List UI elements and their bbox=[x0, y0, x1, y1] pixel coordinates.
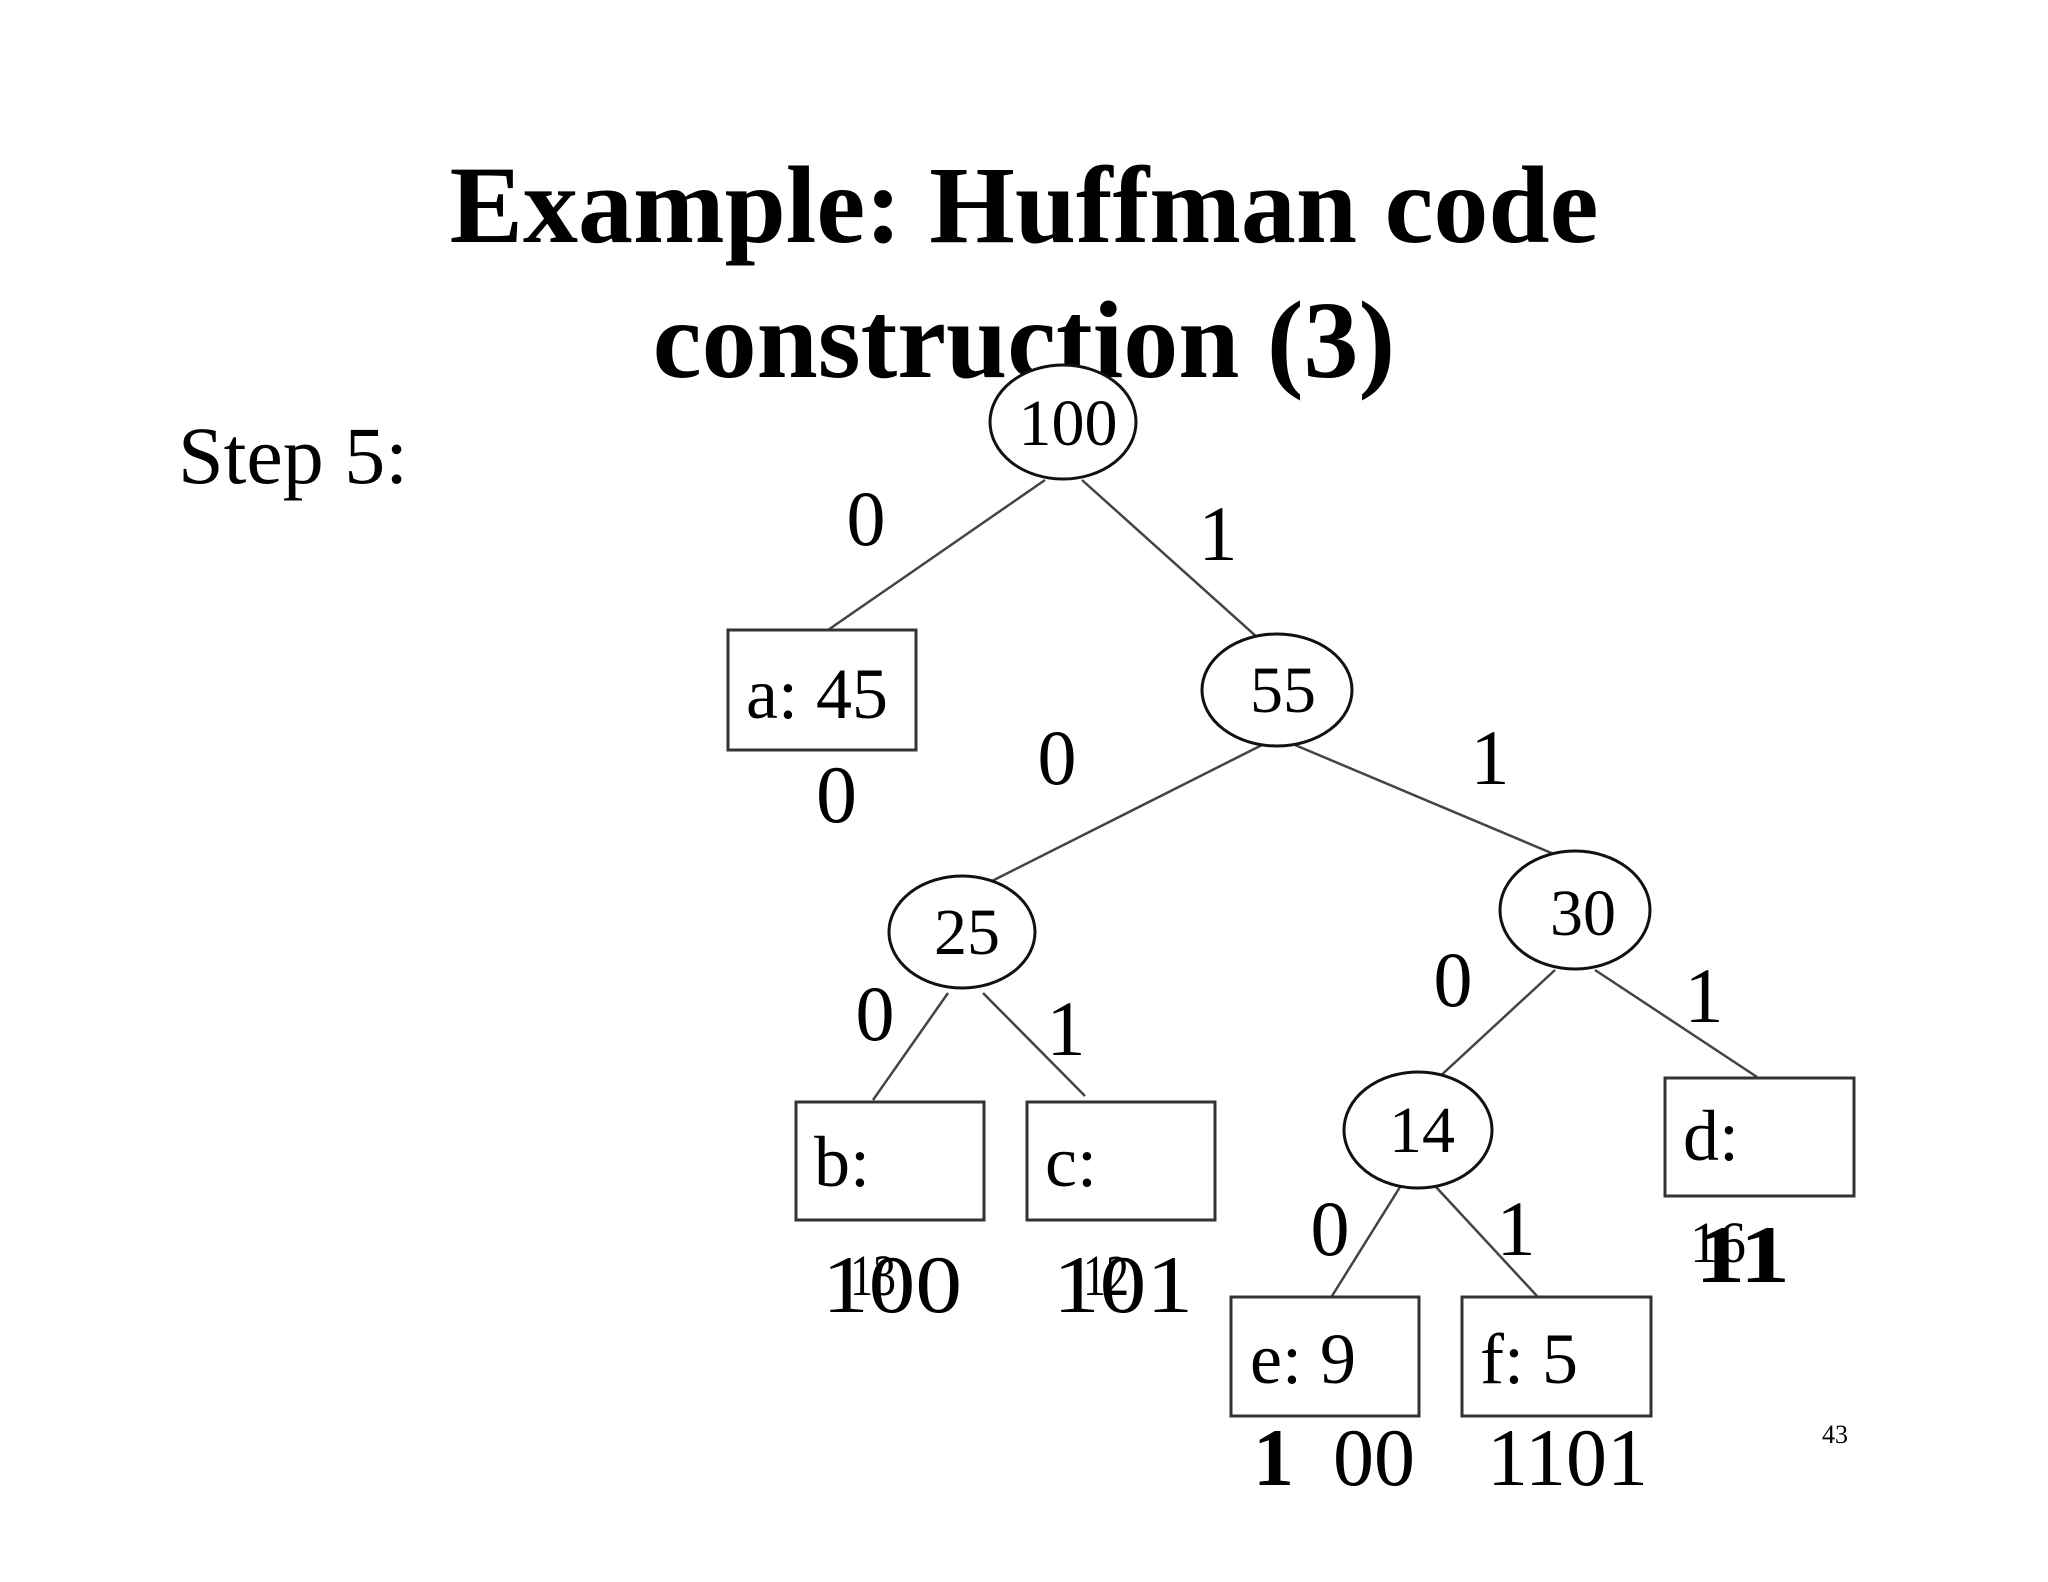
code-c: 101 bbox=[1053, 1239, 1193, 1330]
leaf-e-label: e: 9 bbox=[1250, 1319, 1356, 1399]
edge-30-d bbox=[1594, 968, 1758, 1079]
slide-title-line-1: Example: Huffman code bbox=[449, 144, 1599, 266]
edge-25-c bbox=[982, 992, 1086, 1097]
node-14-value: 14 bbox=[1389, 1094, 1455, 1167]
weight-b-overlap: 13 bbox=[850, 1243, 896, 1308]
leaf-c-label: c: bbox=[1045, 1122, 1097, 1202]
edge-30-14 bbox=[1435, 969, 1556, 1081]
node-55-ellipse bbox=[1200, 632, 1354, 748]
leaf-d-label: d: bbox=[1683, 1096, 1739, 1176]
node-25-ellipse bbox=[887, 874, 1037, 990]
code-f: 1101 bbox=[1487, 1412, 1648, 1503]
edge-label-14-f: 1 bbox=[1497, 1185, 1536, 1272]
leaf-d-box bbox=[1663, 1076, 1856, 1198]
node-30-ellipse bbox=[1498, 849, 1652, 971]
leaf-e-box bbox=[1229, 1295, 1421, 1418]
leaf-a-box bbox=[726, 628, 918, 752]
code-a: 0 bbox=[816, 749, 857, 840]
edge-25-b bbox=[871, 992, 950, 1101]
edge-55-30 bbox=[1294, 743, 1569, 862]
node-30-value: 30 bbox=[1550, 877, 1616, 950]
step-label: Step 5: bbox=[178, 410, 409, 501]
leaf-c-box bbox=[1025, 1100, 1217, 1222]
edge-100-55 bbox=[1081, 479, 1259, 639]
edge-14-f bbox=[1435, 1186, 1538, 1297]
node-14-ellipse bbox=[1342, 1070, 1494, 1190]
leaf-f-label: f: 5 bbox=[1480, 1319, 1578, 1399]
edge-label-25-c: 1 bbox=[1047, 985, 1086, 1072]
node-100-ellipse bbox=[988, 363, 1138, 481]
page-number: 43 bbox=[1822, 1420, 1848, 1449]
node-25-value: 25 bbox=[934, 896, 1000, 969]
code-b: 100 bbox=[822, 1239, 962, 1330]
weight-c-overlap: 12 bbox=[1083, 1243, 1129, 1308]
edge-100-a bbox=[827, 478, 1046, 632]
edge-label-25-b: 0 bbox=[856, 970, 895, 1057]
edge-55-25 bbox=[989, 743, 1263, 884]
edge-label-30-d: 1 bbox=[1685, 952, 1724, 1039]
edge-label-55-30: 1 bbox=[1471, 714, 1510, 801]
edge-label-55-25: 0 bbox=[1038, 714, 1077, 801]
code-e-bold: 1 bbox=[1253, 1412, 1294, 1503]
leaf-a-label: a: 45 bbox=[746, 654, 888, 734]
leaf-f-box bbox=[1460, 1295, 1653, 1418]
edge-label-14-e: 0 bbox=[1311, 1185, 1350, 1272]
node-55-value: 55 bbox=[1250, 654, 1316, 727]
edge-label-100-a: 0 bbox=[847, 475, 886, 562]
weight-d-overlap: 16 bbox=[1690, 1210, 1746, 1275]
edge-label-100-55: 1 bbox=[1199, 490, 1238, 577]
node-100-value: 100 bbox=[1019, 387, 1118, 460]
leaf-b-box bbox=[794, 1100, 986, 1222]
code-d: 11 bbox=[1695, 1209, 1790, 1300]
leaf-b-label: b: bbox=[814, 1122, 870, 1202]
code-e-rest: 00 bbox=[1333, 1412, 1415, 1503]
edge-label-30-14: 0 bbox=[1434, 936, 1473, 1023]
edge-14-e bbox=[1330, 1186, 1402, 1297]
